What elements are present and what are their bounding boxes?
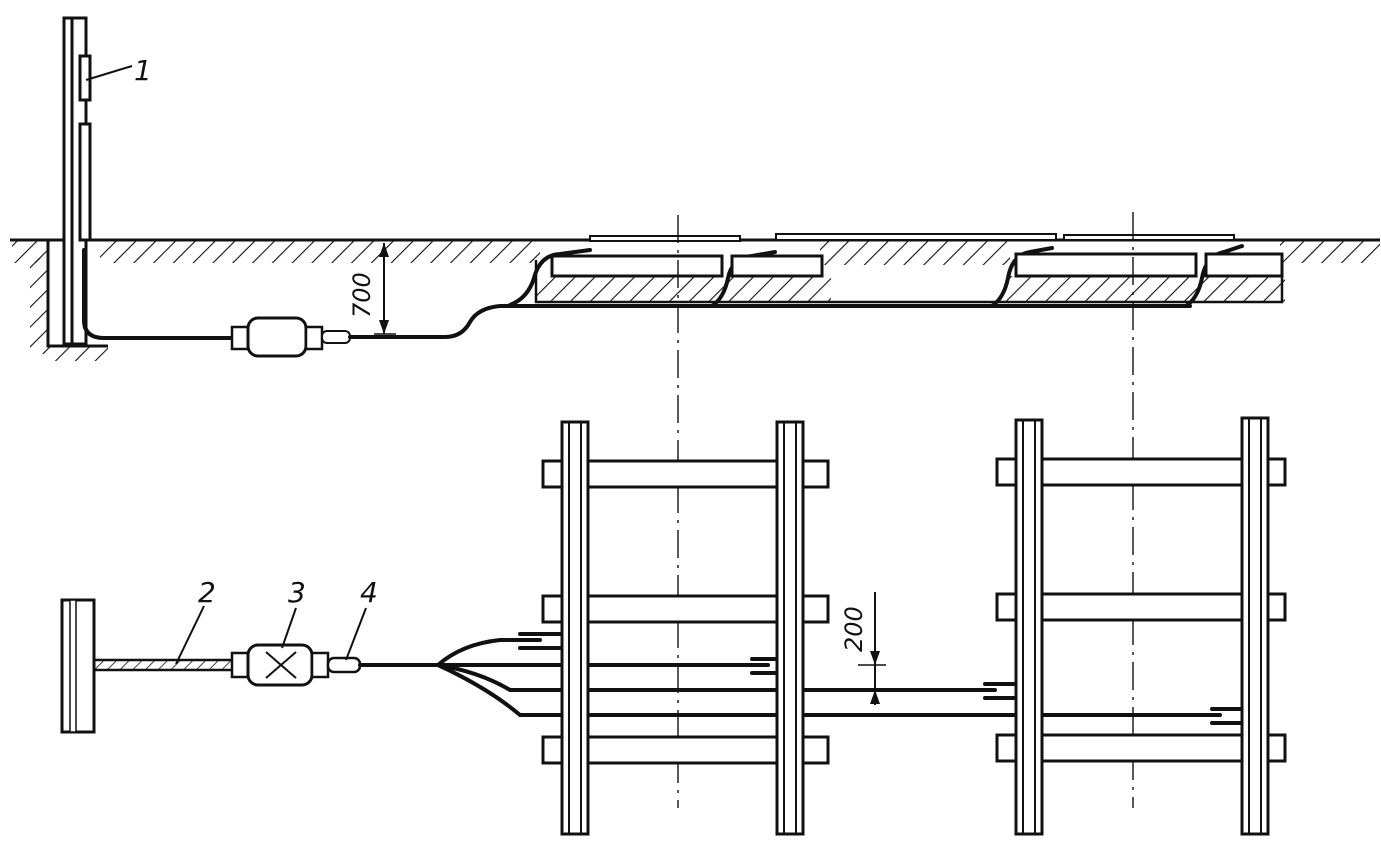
spacing-dimension	[858, 592, 886, 705]
sleeper-section-4	[1204, 252, 1284, 278]
ground-hatch-mid	[535, 276, 831, 302]
label-1: 1	[134, 54, 152, 87]
spacing-dimension-label: 200	[840, 606, 868, 652]
cable-fanout	[436, 638, 1222, 717]
sleeper-section-2	[730, 254, 824, 278]
leader-2	[175, 605, 205, 665]
coupling-box-3	[230, 643, 330, 687]
leader-3	[281, 607, 297, 649]
label-3: 3	[288, 576, 306, 609]
sleeper-section-1	[550, 254, 724, 278]
ground-hatch-mid2	[820, 241, 1010, 265]
post-pit-outline	[46, 240, 108, 348]
section-view: 700 1	[10, 16, 1380, 361]
label-2: 2	[198, 576, 216, 609]
depth-dimension	[374, 243, 396, 335]
ground-hatch-post-left	[12, 241, 48, 263]
terminal-board-stripe	[69, 599, 77, 733]
coupling-box-section	[230, 316, 351, 358]
depth-dimension-label: 700	[348, 272, 376, 318]
buried-cable	[348, 304, 1192, 339]
ground-hatch-pit-bottom	[48, 345, 108, 361]
signal-post	[62, 16, 92, 346]
ground-hatch-left	[100, 241, 540, 263]
track-1-rails	[560, 420, 805, 836]
rail-section-2	[775, 233, 1057, 241]
cable-2	[92, 658, 236, 672]
cable-loops	[518, 632, 1259, 725]
ground-hatch-right	[1005, 276, 1285, 302]
cable-sleeve-4	[326, 656, 362, 674]
ground-hatch-pit-wall	[30, 258, 48, 354]
cable-riser	[82, 248, 242, 340]
plan-view: 200 2 3 4	[60, 212, 1287, 836]
rail-section-3	[1063, 234, 1235, 241]
rail-section-1	[589, 235, 741, 242]
track-2-sleepers	[995, 457, 1287, 763]
label-4: 4	[360, 576, 378, 609]
leader-1	[85, 65, 133, 81]
track-2-rails	[1014, 416, 1270, 836]
leader-4	[345, 607, 367, 661]
terminal-board	[60, 598, 96, 734]
ground-hatch-far-right	[1280, 241, 1380, 263]
sleeper-section-3	[1014, 252, 1198, 278]
trench-outline	[534, 260, 1284, 304]
